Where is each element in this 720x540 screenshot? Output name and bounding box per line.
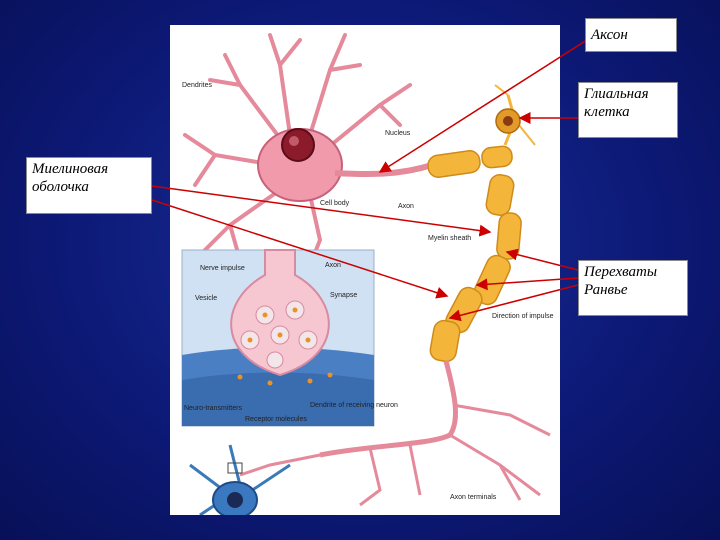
arrow-myelin-1 bbox=[152, 186, 490, 232]
arrow-ranvier-3 bbox=[450, 285, 578, 318]
arrow-myelin-2 bbox=[152, 200, 447, 296]
arrow-ranvier-2 bbox=[477, 278, 578, 285]
arrow-ranvier-1 bbox=[507, 252, 578, 270]
label-axon: Аксон bbox=[585, 18, 677, 52]
arrow-axon bbox=[380, 38, 590, 172]
label-glial-cell: Глиальная клетка bbox=[578, 82, 678, 138]
label-nodes-of-ranvier: Перехваты Ранвье bbox=[578, 260, 688, 316]
label-myelin-sheath-ru: Миелиновая оболочка bbox=[26, 157, 152, 214]
